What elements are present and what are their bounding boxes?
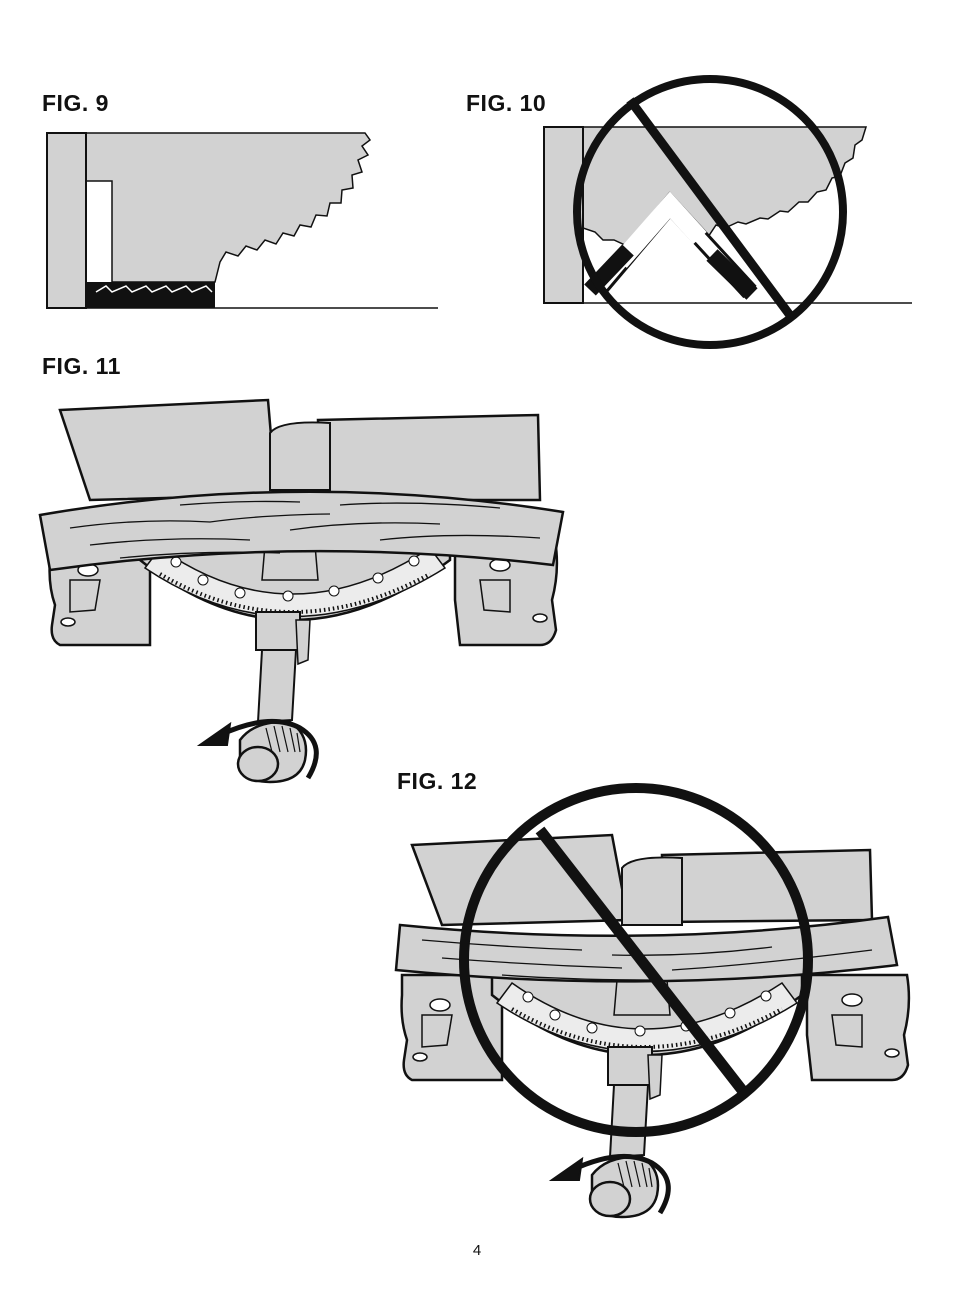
fig-11-illustration (40, 400, 563, 782)
fig-10-illustration (544, 79, 912, 345)
page-number: 4 (0, 1242, 954, 1259)
fig-9-illustration (47, 133, 438, 308)
